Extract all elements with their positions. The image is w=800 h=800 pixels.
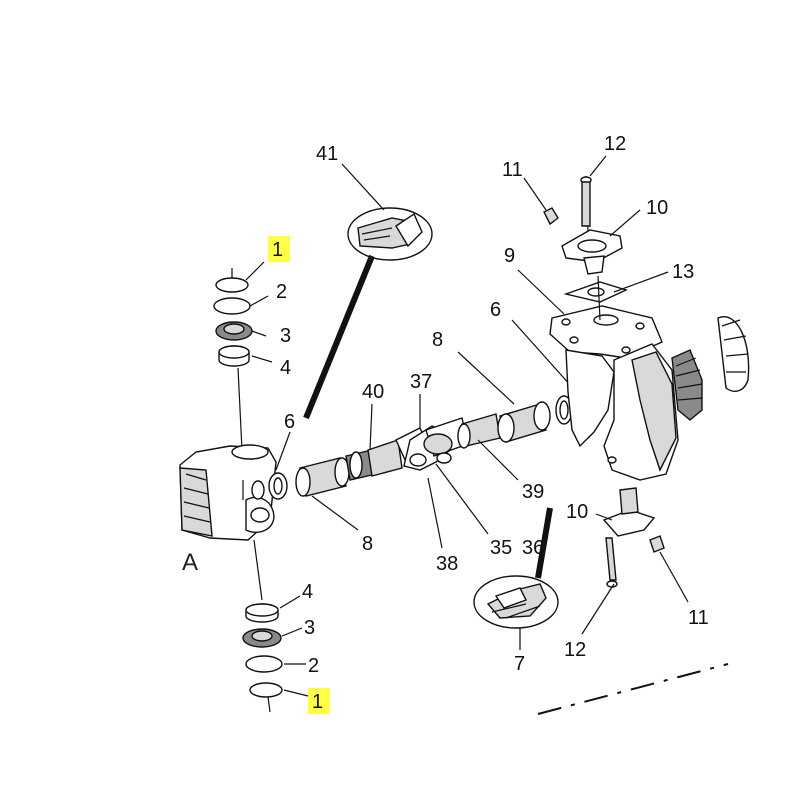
callout-3-top: 3 [280, 325, 291, 347]
callout-36: 36 [522, 537, 544, 559]
callout-11-top: 11 [502, 159, 523, 181]
snap-ring-bottom [249, 682, 283, 698]
axis-line-upper [237, 367, 243, 451]
callout-35: 35 [490, 537, 512, 559]
bar-link-7 [535, 507, 553, 579]
callout-8-right: 8 [432, 329, 443, 351]
drive-shaft [345, 413, 501, 481]
centerline-dashed [537, 663, 729, 715]
callout-6-right: 6 [490, 299, 501, 321]
callout-40: 40 [362, 381, 384, 403]
highlight-box-top [268, 236, 290, 262]
callout-3-bottom: 3 [304, 617, 315, 639]
bar-link-41 [303, 254, 375, 420]
view-label-a: A [182, 549, 198, 576]
axle-housing-a [179, 444, 277, 541]
bottom-cap-assembly [602, 487, 665, 588]
callout-7: 7 [514, 653, 525, 675]
callout-1-bottom: 1 [312, 691, 323, 713]
top-cap-assembly [543, 175, 628, 321]
callout-6-left: 6 [284, 411, 295, 433]
callout-10-top: 10 [646, 197, 668, 219]
callout-13: 13 [672, 261, 694, 283]
callout-1-top: 1 [272, 239, 283, 261]
callout-12-bottom: 12 [564, 639, 586, 661]
callout-2-bottom: 2 [308, 655, 319, 677]
callout-8-left: 8 [362, 533, 373, 555]
callout-37: 37 [410, 371, 432, 393]
callout-4-bottom: 4 [302, 581, 313, 603]
left-lower-stack [242, 603, 283, 713]
callout-11-bottom: 11 [688, 607, 709, 629]
left-seal-group [251, 472, 288, 500]
axis-line-lower [253, 539, 263, 601]
shim-washer-top [213, 297, 251, 315]
highlight-box-bottom [308, 688, 330, 714]
snap-ring-top [215, 277, 249, 293]
callout-38: 38 [436, 553, 458, 575]
spacer-tube-right [497, 401, 551, 443]
callout-2-top: 2 [276, 281, 287, 303]
detail-bubble-7 [473, 575, 559, 629]
callout-9: 9 [504, 245, 515, 267]
steering-knuckle [549, 305, 750, 481]
shim-washer-bottom [245, 655, 283, 673]
callout-4-top: 4 [280, 357, 291, 379]
bearing-top-inner [223, 323, 245, 335]
spacer-tube-left [295, 457, 350, 497]
callout-39: 39 [522, 481, 544, 503]
detail-bubble-41 [347, 207, 433, 261]
callout-41: 41 [316, 143, 338, 165]
callout-12-top: 12 [604, 133, 626, 155]
callout-10-bottom: 10 [566, 501, 588, 523]
left-upper-stack [213, 268, 253, 451]
